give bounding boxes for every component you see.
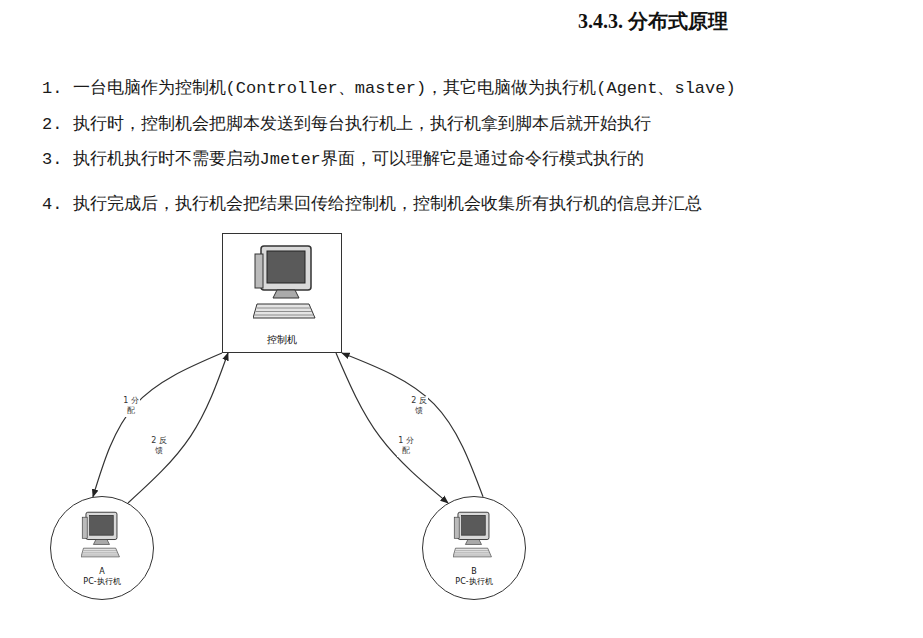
flow-arrow (342, 353, 483, 497)
edge-label: 1 分配 (122, 396, 140, 417)
note-line: 3. 执行机执行时不需要启动Jmeter界面，可以理解它是通过命令行模式执行的 (42, 147, 644, 170)
computer-icon (81, 511, 121, 561)
note-line: 4. 执行完成后，执行机会把结果回传给控制机，控制机会收集所有执行机的信息并汇总 (42, 192, 702, 215)
computer-icon (253, 244, 317, 324)
flow-arrow (128, 353, 228, 503)
controller-box: 控制机 (222, 233, 342, 353)
node-label: 控制机 (266, 334, 298, 347)
note-line: 1. 一台电脑作为控制机(Controller、master)，其它电脑做为执行… (42, 76, 736, 99)
computer-icon (453, 511, 493, 561)
node-label: PC-执行机 (454, 577, 493, 587)
node-letter: B (470, 567, 478, 577)
node-label: PC-执行机 (82, 577, 121, 587)
edge-label: 2 反馈 (410, 396, 428, 417)
note-line: 2. 执行时，控制机会把脚本发送到每台执行机上，执行机拿到脚本后就开始执行 (42, 112, 651, 135)
edge-label: 1 分配 (397, 436, 415, 457)
edge-label: 2 反馈 (150, 436, 168, 457)
agent-circle: APC-执行机 (50, 496, 154, 600)
section-title: 3.4.3. 分布式原理 (578, 8, 728, 35)
flow-arrow (336, 353, 448, 503)
node-letter: A (98, 567, 105, 577)
agent-circle: BPC-执行机 (422, 496, 526, 600)
